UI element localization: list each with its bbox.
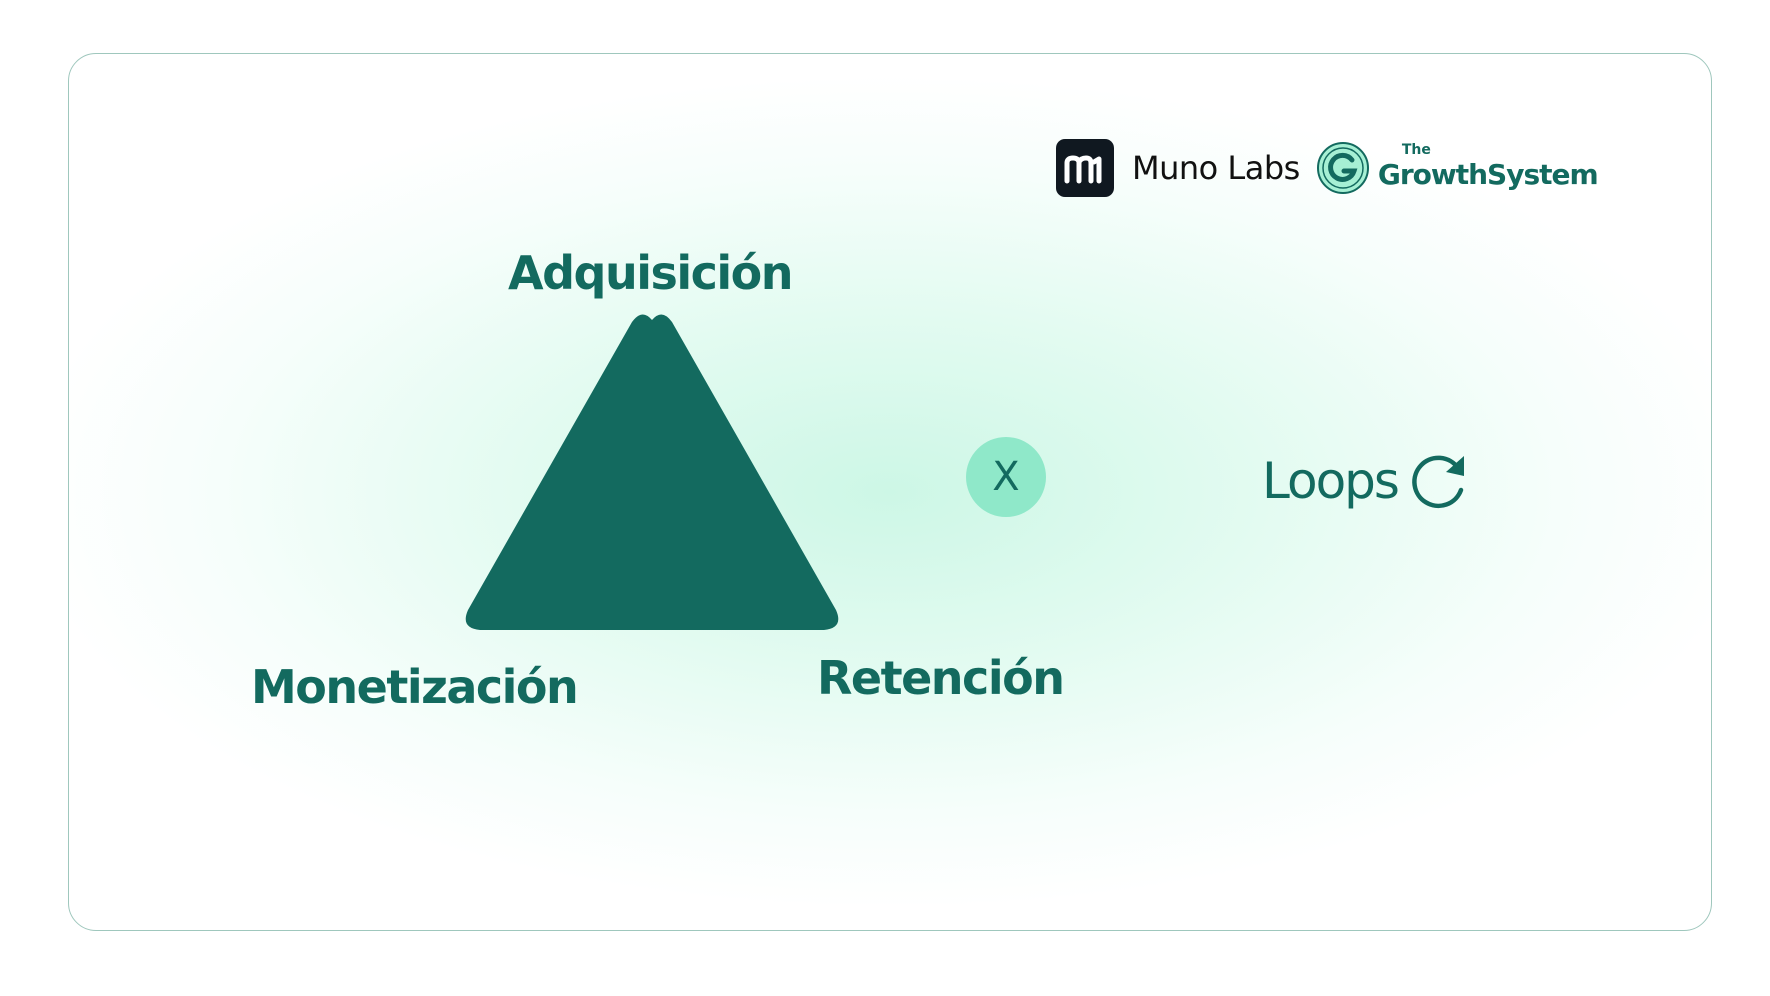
muno-labs-logo-icon	[1056, 139, 1114, 197]
slide-frame	[68, 53, 1712, 931]
multiply-operator-label: X	[992, 454, 1020, 500]
partner-logos: Muno Labs The GrowthSystem	[1056, 138, 1599, 198]
loops-label: Loops	[1262, 452, 1400, 510]
growth-system-logo-icon	[1316, 142, 1369, 194]
vertex-label-monetization: Monetización	[251, 660, 579, 714]
vertex-label-retention: Retención	[817, 651, 1065, 705]
triangle-shape	[465, 314, 839, 630]
loops-group: Loops	[1262, 448, 1472, 514]
growth-system-the: The	[1401, 141, 1431, 158]
muno-labs-logo-text: Muno Labs	[1132, 149, 1300, 187]
refresh-icon	[1412, 455, 1464, 509]
multiply-operator: X	[966, 437, 1046, 517]
vertex-label-acquisition: Adquisición	[508, 246, 794, 300]
growth-system-name: GrowthSystem	[1377, 157, 1599, 191]
growth-system-logo-text: The GrowthSystem	[1377, 142, 1599, 191]
